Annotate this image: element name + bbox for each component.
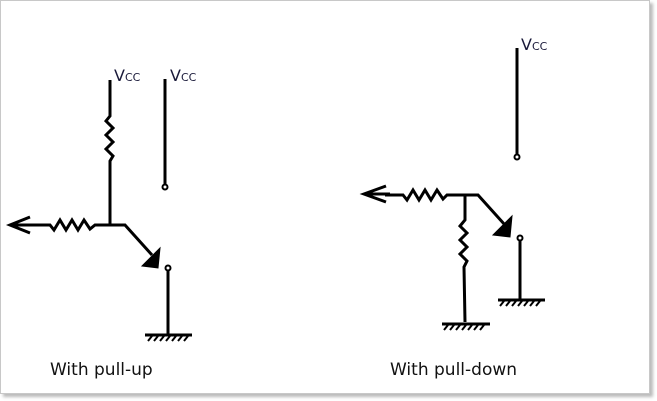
switch-contact-top	[161, 183, 169, 191]
vcc-label-sub: CC	[180, 71, 197, 84]
caption-pull-up: With pull-up	[50, 360, 153, 380]
vcc-label: VCC	[521, 35, 547, 54]
switch-contact-bottom	[516, 234, 524, 242]
switch-arrowhead-icon	[491, 214, 513, 238]
switch-contact-bottom	[164, 264, 172, 272]
switch-contact-top	[513, 153, 521, 161]
vcc-label-sub: CC	[124, 71, 141, 84]
caption-pull-down: With pull-down	[390, 360, 518, 380]
pull-up-resistor	[103, 80, 116, 225]
input-resistor	[385, 187, 507, 227]
ground-icon	[145, 333, 192, 342]
vcc-label-main: V	[170, 66, 181, 85]
vcc-label: VCC	[114, 66, 140, 85]
vcc-label: VCC	[170, 66, 196, 85]
pull-down-circuit	[359, 48, 545, 331]
input-resistor	[30, 217, 154, 257]
vcc-label-main: V	[521, 35, 532, 54]
pull-up-circuit	[5, 79, 192, 342]
switch-arrowhead-icon	[140, 246, 161, 269]
vcc-label-sub: CC	[531, 40, 548, 53]
ground-icon	[498, 298, 545, 307]
ground-icon	[442, 322, 490, 331]
pull-down-resistor	[457, 195, 470, 323]
image-frame	[0, 0, 650, 394]
vcc-label-main: V	[114, 66, 125, 85]
